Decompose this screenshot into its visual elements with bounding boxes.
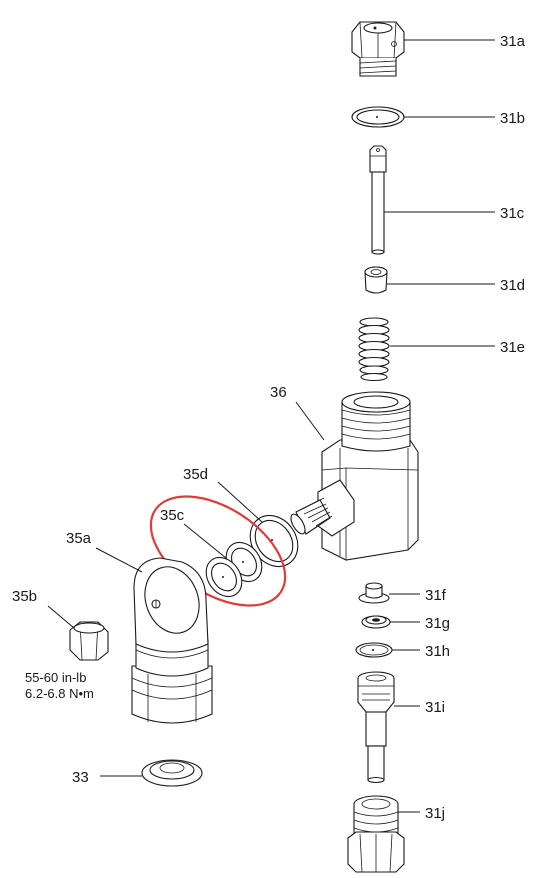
leader-35a xyxy=(95,547,143,573)
part-35c-o-rings xyxy=(205,541,263,598)
label-35a: 35a xyxy=(66,530,92,547)
leader-35c xyxy=(183,523,227,559)
label-31b: 31b xyxy=(500,110,525,127)
label-31g: 31g xyxy=(425,615,450,632)
part-31d-cup xyxy=(364,266,388,294)
part-31c-pin xyxy=(369,145,387,255)
label-33: 33 xyxy=(72,769,89,786)
label-35d: 35d xyxy=(183,466,208,483)
torque-spec-nm: 6.2-6.8 N•m xyxy=(25,686,94,701)
label-31i: 31i xyxy=(425,699,445,716)
part-31e-spring xyxy=(358,317,390,382)
label-31e: 31e xyxy=(500,339,525,356)
part-31j-fitting xyxy=(347,795,405,873)
part-35a-swivel-housing xyxy=(131,557,213,724)
label-31c: 31c xyxy=(500,205,525,222)
label-31h: 31h xyxy=(425,643,450,660)
leader-35b xyxy=(47,605,75,629)
label-35b: 35b xyxy=(12,588,37,605)
torque-spec-in-lb: 55-60 in-lb xyxy=(25,670,86,685)
label-31d: 31d xyxy=(500,277,525,294)
part-31f-poppet xyxy=(358,582,390,604)
label-31f: 31f xyxy=(425,587,447,604)
label-35c: 35c xyxy=(160,507,185,524)
label-31a: 31a xyxy=(500,33,526,50)
leader-35d xyxy=(217,481,263,523)
label-36: 36 xyxy=(270,384,287,401)
part-36-valve-body xyxy=(290,391,419,561)
part-31a-hex-plug xyxy=(351,21,405,77)
part-31h-washer xyxy=(355,642,393,658)
leader-36 xyxy=(295,401,325,441)
part-33-seat-washer xyxy=(141,759,203,787)
part-35b-cap-nut xyxy=(69,621,109,661)
part-31b-gasket xyxy=(351,106,405,128)
part-35d-o-ring xyxy=(249,514,299,568)
part-31i-housing xyxy=(357,671,395,784)
part-31g-seat xyxy=(361,615,391,629)
label-31j: 31j xyxy=(425,805,445,822)
